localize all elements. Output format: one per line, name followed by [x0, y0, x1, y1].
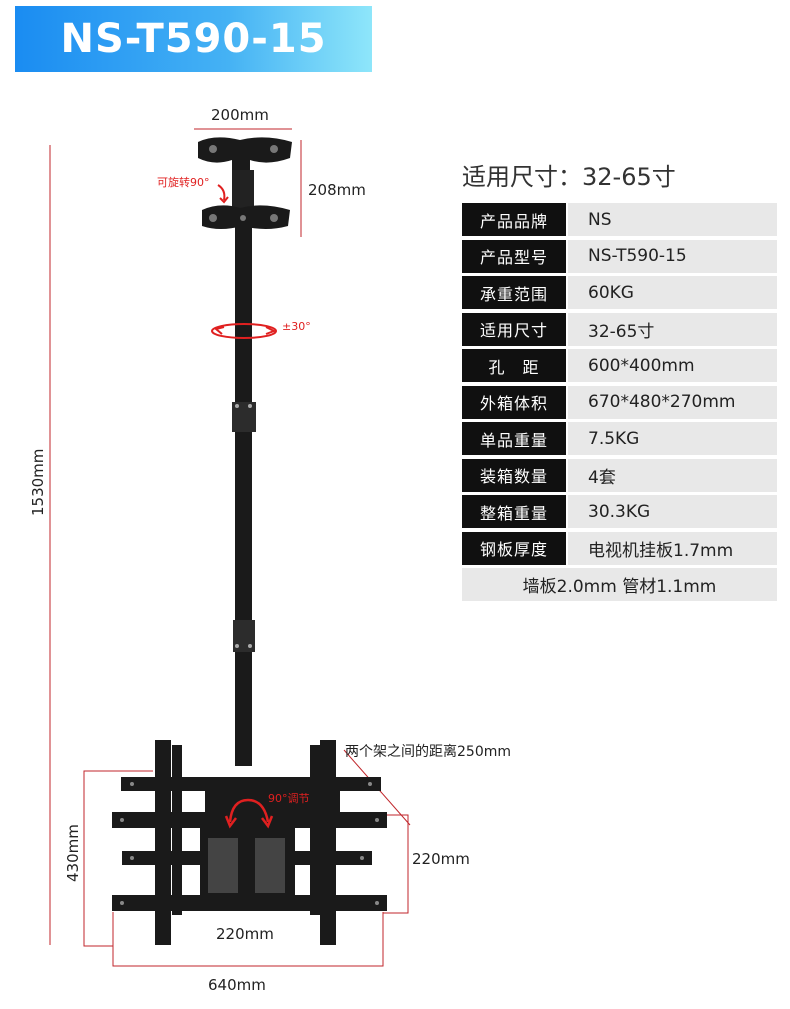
spec-value: 30.3KG	[568, 495, 777, 528]
spec-row: 产品品牌 NS	[462, 203, 777, 236]
size-heading: 适用尺寸：32-65寸	[462, 163, 676, 191]
spec-value: 32-65寸	[568, 312, 777, 346]
note-adjust: 90°调节	[268, 792, 310, 805]
frame-holes	[120, 782, 379, 905]
spec-row: 适用尺寸 32-65寸	[462, 312, 777, 346]
spec-value: 670*480*270mm	[568, 385, 777, 419]
spec-label: 产品型号	[462, 239, 566, 273]
spec-row: 承重范围 60KG	[462, 276, 777, 309]
spec-label: 装箱数量	[462, 458, 566, 492]
adjust-arrow	[224, 798, 274, 829]
spec-row: 装箱数量 4套	[462, 458, 777, 492]
rotate-arrow	[217, 184, 229, 204]
spec-row: 孔 距 600*400mm	[462, 349, 777, 382]
ceiling-plate	[198, 137, 292, 229]
product-title: NS-T590-15	[60, 16, 327, 62]
spec-label: 孔 距	[462, 349, 566, 382]
spec-label: 产品品牌	[462, 203, 566, 236]
tv-frame	[112, 740, 387, 945]
spec-value: NS-T590-15	[568, 239, 777, 273]
spec-table: 产品品牌 NS 产品型号 NS-T590-15 承重范围 60KG 适用尺寸 3…	[462, 203, 777, 601]
title-banner: NS-T590-15	[15, 6, 372, 72]
dim-bracket-spacing: 两个架之间的距离250mm	[345, 743, 511, 760]
dim-plate-width: 220mm	[216, 925, 274, 943]
spec-label: 钢板厚度	[462, 531, 566, 565]
spec-label: 单品重量	[462, 422, 566, 455]
spec-value: NS	[568, 203, 777, 236]
dim-frame-height: 430mm	[64, 824, 82, 882]
spec-label: 外箱体积	[462, 385, 566, 419]
spec-row: 产品型号 NS-T590-15	[462, 239, 777, 273]
spec-row: 外箱体积 670*480*270mm	[462, 385, 777, 419]
spec-row: 钢板厚度 电视机挂板1.7mm	[462, 531, 777, 565]
dim-top-height: 208mm	[308, 181, 366, 199]
spec-value: 电视机挂板1.7mm	[568, 531, 777, 565]
pole	[232, 226, 256, 766]
spec-value: 7.5KG	[568, 422, 777, 455]
dim-total-height: 1530mm	[29, 449, 47, 516]
spec-row: 单品重量 7.5KG	[462, 422, 777, 455]
note-rotate: 可旋转90°	[157, 175, 210, 189]
note-tilt: ±30°	[282, 320, 311, 333]
spec-label: 适用尺寸	[462, 312, 566, 346]
spec-label: 整箱重量	[462, 495, 566, 528]
tilt-arrow	[211, 323, 277, 339]
spec-value: 4套	[568, 458, 777, 492]
dim-frame-width: 640mm	[208, 976, 266, 994]
spec-value: 60KG	[568, 276, 777, 309]
spec-footer: 墙板2.0mm 管材1.1mm	[462, 568, 777, 601]
dim-top-width: 200mm	[211, 106, 269, 124]
dimension-lines	[49, 128, 411, 967]
spec-row: 整箱重量 30.3KG	[462, 495, 777, 528]
dim-plate-height: 220mm	[412, 850, 470, 868]
spec-value: 600*400mm	[568, 349, 777, 382]
spec-label: 承重范围	[462, 276, 566, 309]
